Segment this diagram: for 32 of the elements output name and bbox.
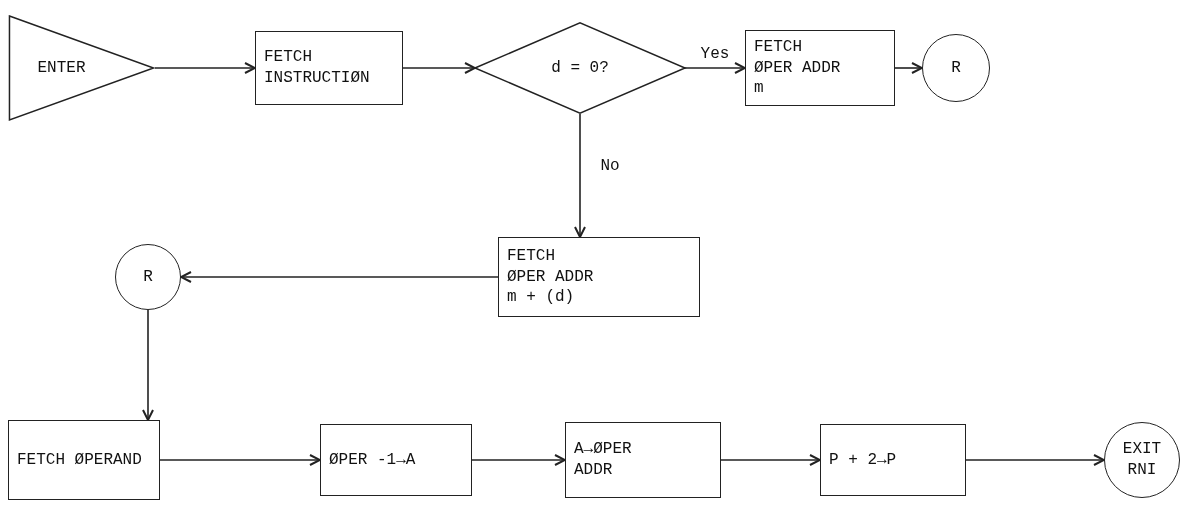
process-box [498, 237, 700, 317]
arrow [159, 454, 321, 466]
arrow [720, 454, 821, 466]
node-text: FETCH ØPER ADDR m [754, 36, 842, 100]
arrow [154, 62, 256, 74]
node-text: EXIT RNI [1121, 439, 1163, 481]
arrow [180, 271, 499, 283]
arrow [142, 309, 154, 421]
process-box [320, 424, 472, 496]
node-text: A→ØPER ADDR [574, 439, 633, 481]
node-text: ENTER [37, 57, 87, 79]
node-text: d = 0? [551, 57, 609, 79]
arrow [965, 454, 1105, 466]
arrow [402, 62, 476, 74]
arrow [684, 62, 746, 74]
node-text: FETCH ØPER ADDR m + (d) [507, 245, 595, 309]
node-text: R [143, 266, 153, 288]
process-box [255, 31, 403, 105]
node-text: FETCH INSTRUCTIØN [264, 47, 371, 89]
process-box [8, 420, 160, 500]
node-text: R [951, 57, 961, 79]
process-box [820, 424, 966, 496]
node-text: FETCH ØPERAND [17, 449, 142, 471]
arrow [894, 62, 923, 74]
arrow [471, 454, 566, 466]
start-triangle [8, 15, 155, 121]
node-text: P + 2→P [829, 449, 897, 471]
decision-diamond [475, 22, 685, 114]
process-box [565, 422, 721, 498]
node-text: ØPER -1→A [329, 449, 416, 471]
arrow [574, 113, 586, 238]
process-box [745, 30, 895, 106]
